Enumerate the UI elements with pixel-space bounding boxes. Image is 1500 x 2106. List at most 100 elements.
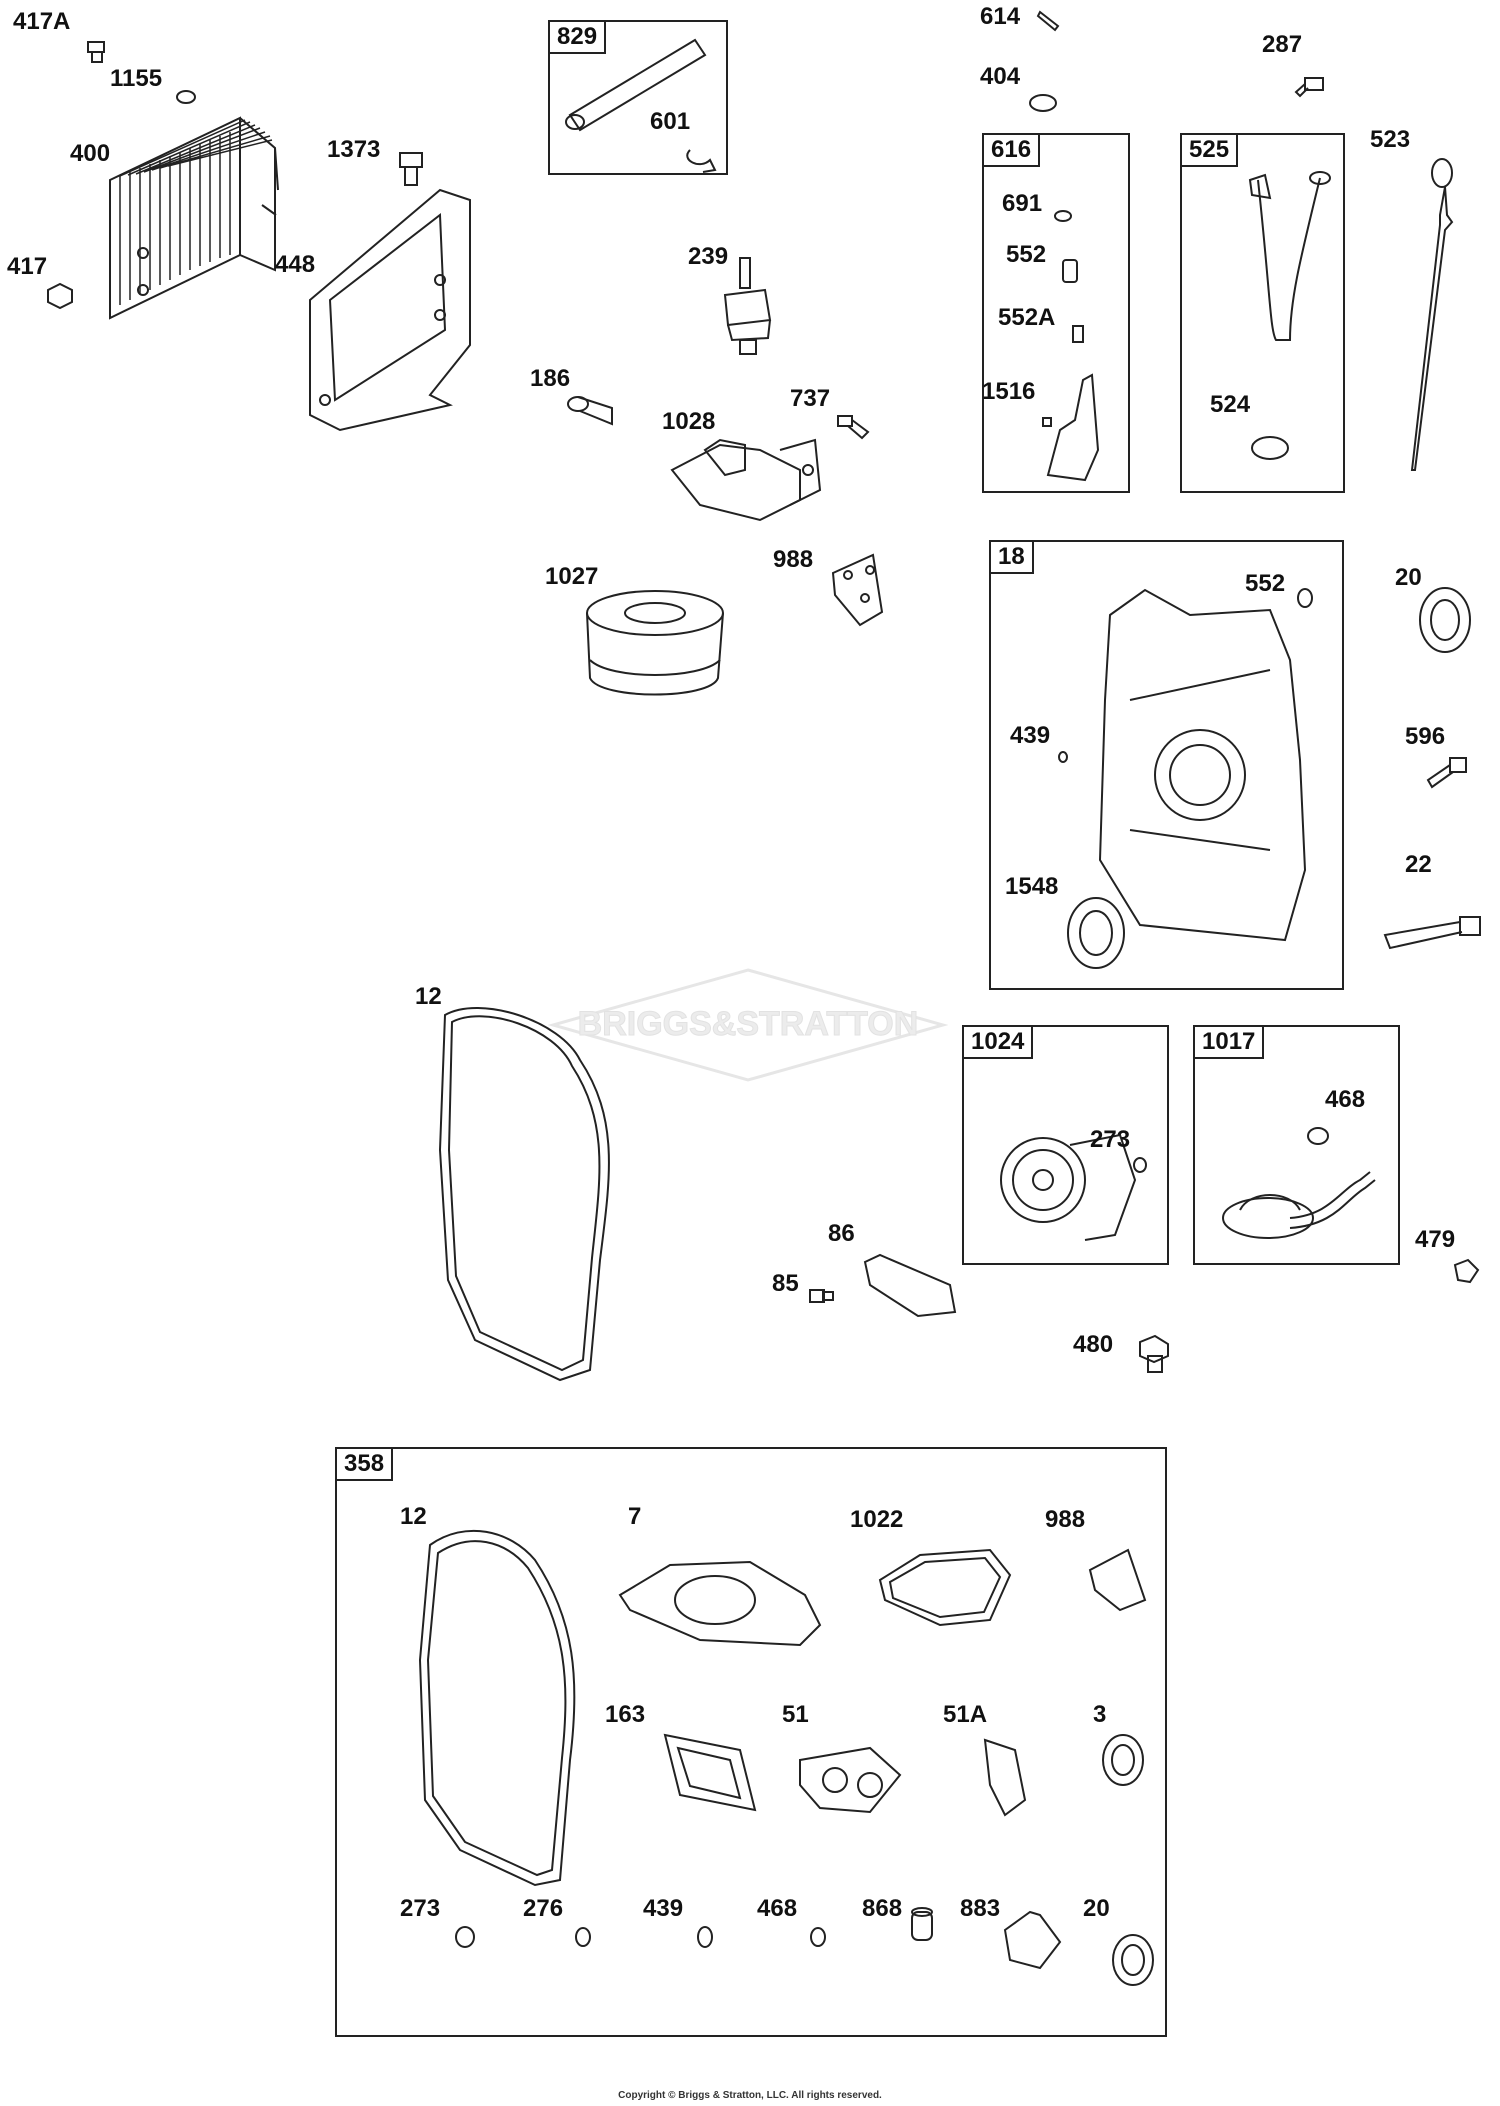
gasket-163-illustration xyxy=(663,1733,757,1812)
ring-468-illustration xyxy=(1307,1127,1329,1145)
cover-86-illustration xyxy=(863,1253,957,1318)
kit-label-1024: 1024 xyxy=(962,1025,1034,1059)
oil-seal-1548-illustration xyxy=(1067,897,1125,969)
fitting-186-illustration xyxy=(567,396,613,426)
oil-seal-20-kit-illustration xyxy=(1112,1934,1154,1986)
nut-417-illustration xyxy=(47,282,73,310)
bolt-596-illustration xyxy=(1426,757,1467,789)
bolt-417a-illustration xyxy=(87,41,105,63)
kit-part-label-988: 988 xyxy=(1045,1506,1086,1533)
bolt-22-illustration xyxy=(1383,916,1481,950)
bolt-737-illustration xyxy=(837,415,870,440)
part-label-239: 239 xyxy=(688,243,729,270)
kit-box-616: 616 xyxy=(982,133,1130,493)
kit-box-358: 358 xyxy=(335,1447,1167,2037)
gasket-51-illustration xyxy=(799,1746,902,1814)
oil-pump-1024-illustration xyxy=(1000,1133,1137,1241)
ring-276-illustration xyxy=(575,1927,591,1947)
seal-868-illustration xyxy=(911,1907,933,1941)
kit-box-18: 18 xyxy=(989,540,1344,990)
ring-273-kit-illustration xyxy=(455,1926,475,1948)
part-label-988: 988 xyxy=(773,546,814,573)
filter-adapter-1028-illustration xyxy=(670,438,822,522)
kit-part-label-273: 273 xyxy=(400,1895,441,1922)
kit-gasket-988-illustration xyxy=(1088,1548,1147,1612)
part-label-417: 417 xyxy=(7,253,48,280)
kit-part-label-439: 439 xyxy=(643,1895,684,1922)
part-label-448: 448 xyxy=(275,251,316,278)
oil-seal-3-illustration xyxy=(1102,1734,1144,1786)
kit-box-525: 525 xyxy=(1180,133,1345,493)
kit-label-616: 616 xyxy=(982,133,1041,167)
ring-439-illustration xyxy=(1058,751,1068,763)
kit-part-label-51a: 51A xyxy=(943,1701,988,1728)
kit-gasket-12-illustration xyxy=(418,1529,576,1887)
kit-box-1017: 1017 xyxy=(1193,1025,1400,1265)
part-label-400: 400 xyxy=(70,140,111,167)
kit-label-525: 525 xyxy=(1180,133,1239,167)
oil-seal-20-illustration xyxy=(1419,587,1471,653)
kit-part-label-883: 883 xyxy=(960,1895,1001,1922)
kit-part-label-3: 3 xyxy=(1093,1701,1107,1728)
kit-label-18: 18 xyxy=(989,540,1034,574)
part-label-1548: 1548 xyxy=(1005,873,1059,900)
grommet-404-illustration xyxy=(1029,94,1057,112)
tube-829-illustration xyxy=(568,38,707,132)
pin-614-illustration xyxy=(1036,10,1060,32)
bracket-448-illustration xyxy=(309,188,471,432)
part-label-1028: 1028 xyxy=(662,408,716,435)
gasket-51a-illustration xyxy=(983,1738,1027,1817)
part-label-1155: 1155 xyxy=(110,65,163,92)
watermark-text: BRIGGS&STRATTON xyxy=(578,1005,919,1043)
part-label-552: 552 xyxy=(1006,241,1047,268)
part-label-1027: 1027 xyxy=(545,563,599,590)
part-label-439: 439 xyxy=(1010,722,1051,749)
dipstick-523-illustration xyxy=(1410,158,1454,471)
kit-box-829: 829 xyxy=(548,20,728,175)
bolt-480-illustration xyxy=(1139,1334,1169,1373)
copyright-notice: Copyright © Briggs & Stratton, LLC. All … xyxy=(618,2090,882,2101)
bolt-287-illustration xyxy=(1294,77,1324,98)
kit-part-label-51: 51 xyxy=(782,1701,809,1728)
kit-part-label-276: 276 xyxy=(523,1895,564,1922)
gasket-883-illustration xyxy=(1003,1910,1062,1970)
oil-filter-1027-illustration xyxy=(586,590,724,696)
gasket-1022-illustration xyxy=(878,1548,1012,1627)
part-label-468: 468 xyxy=(1325,1086,1366,1113)
part-label-85: 85 xyxy=(772,1270,799,1297)
part-label-287: 287 xyxy=(1262,31,1303,58)
washer-1155-illustration xyxy=(176,90,196,104)
seal-691-illustration xyxy=(1054,210,1072,222)
gasket-988-illustration xyxy=(831,553,884,627)
kit-part-label-12: 12 xyxy=(400,1503,427,1530)
part-label-691: 691 xyxy=(1002,190,1043,217)
part-label-480: 480 xyxy=(1073,1331,1114,1358)
kit-label-829: 829 xyxy=(548,20,607,54)
part-label-404: 404 xyxy=(980,63,1021,90)
part-label-186: 186 xyxy=(530,365,571,392)
kit-part-label-163: 163 xyxy=(605,1701,646,1728)
crankcase-cover-18-illustration xyxy=(1098,588,1307,942)
seal-524-illustration xyxy=(1251,436,1289,460)
oil-pickup-1017-illustration xyxy=(1222,1171,1376,1239)
kit-label-1017: 1017 xyxy=(1193,1025,1265,1059)
governor-1516-illustration xyxy=(1042,373,1100,482)
part-label-524: 524 xyxy=(1210,391,1251,418)
part-label-552-crankcase: 552 xyxy=(1245,570,1286,597)
ring-439-kit-illustration xyxy=(697,1926,713,1948)
kit-part-label-868: 868 xyxy=(862,1895,903,1922)
kit-part-label-468: 468 xyxy=(757,1895,798,1922)
part-label-20: 20 xyxy=(1395,564,1422,591)
kit-part-label-1022: 1022 xyxy=(850,1506,904,1533)
part-label-601: 601 xyxy=(650,108,691,135)
part-label-1516: 1516 xyxy=(982,378,1036,405)
bolt-1373-illustration xyxy=(399,152,423,186)
part-label-552a: 552A xyxy=(998,304,1056,331)
part-label-596: 596 xyxy=(1405,723,1446,750)
part-label-523: 523 xyxy=(1370,126,1411,153)
clamp-601-illustration xyxy=(686,149,717,173)
part-label-479: 479 xyxy=(1415,1226,1456,1253)
part-label-12: 12 xyxy=(415,983,442,1010)
part-label-273: 273 xyxy=(1090,1126,1131,1153)
